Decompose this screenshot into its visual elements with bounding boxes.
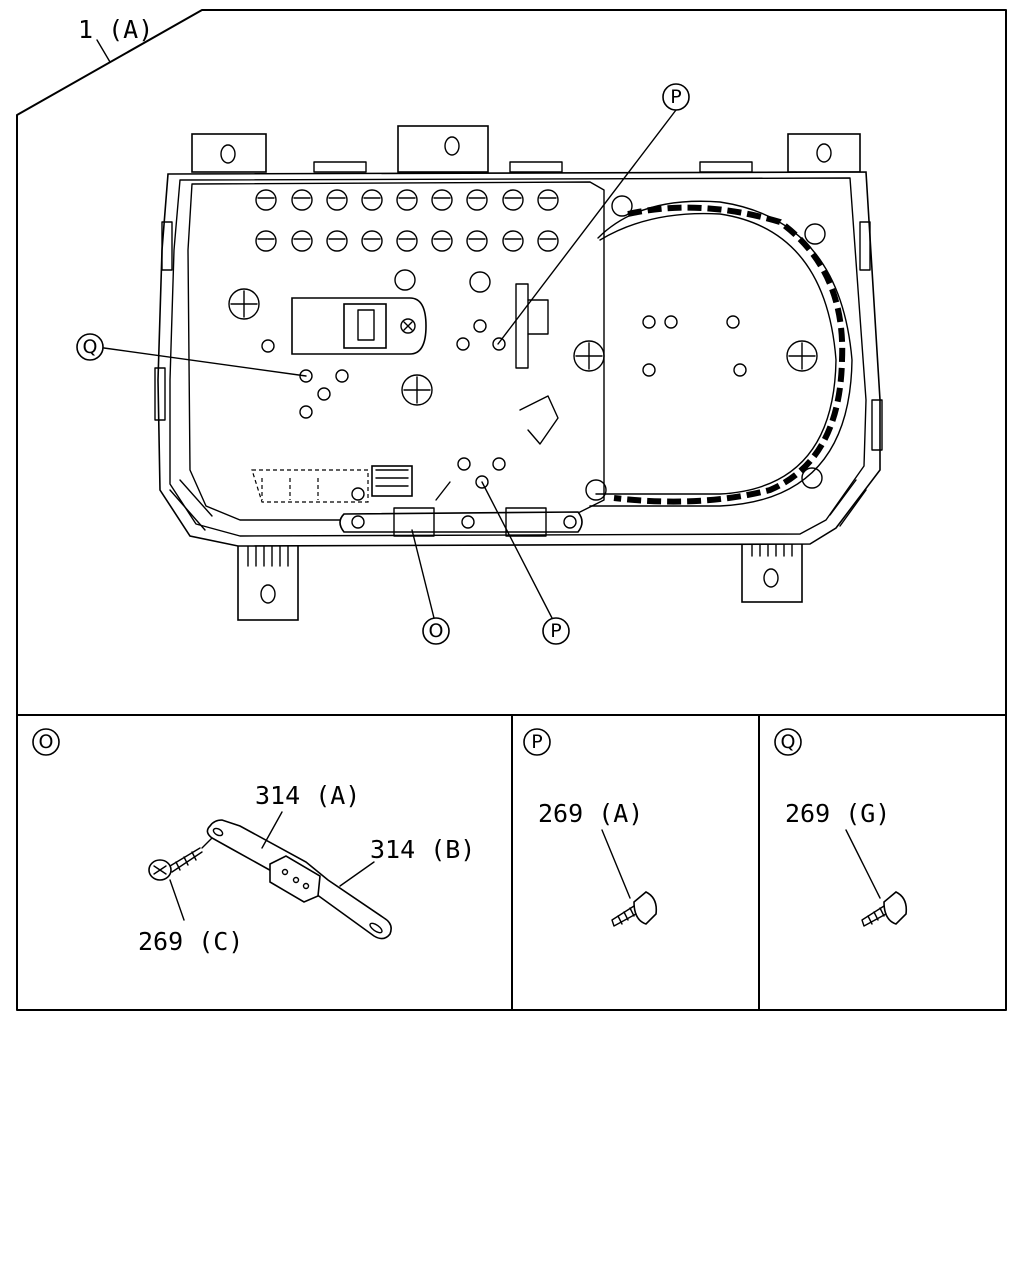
svg-text:314 (B): 314 (B) <box>370 835 475 864</box>
svg-text:Q: Q <box>781 731 796 753</box>
cluster-housing <box>157 171 881 547</box>
lower-connector <box>251 465 413 503</box>
svg-text:O: O <box>429 620 444 642</box>
mid-bracket <box>515 283 559 445</box>
instrument-cluster <box>154 125 883 621</box>
callout-o: O <box>411 529 450 645</box>
bottom-mount-tabs <box>237 539 803 621</box>
panel-p: P 269 (A) <box>523 728 658 927</box>
gauge-arc <box>585 195 853 507</box>
panel-o: O 314 (A) 314 (B) 269 (C) <box>32 728 475 956</box>
callout-p-top: P <box>497 83 690 345</box>
gauge-sockets <box>228 269 818 406</box>
svg-text:314 (A): 314 (A) <box>255 781 360 810</box>
svg-text:P: P <box>531 731 542 753</box>
svg-text:P: P <box>550 620 561 642</box>
svg-text:Q: Q <box>83 336 98 358</box>
assembly-label: 1 (A) <box>78 15 153 44</box>
screw-269c <box>148 837 213 921</box>
callout-q: Q <box>76 333 307 377</box>
strap-314 <box>206 811 392 940</box>
outer-frame <box>16 9 1007 1011</box>
screw-269a <box>601 829 658 927</box>
assembly-leader <box>96 39 111 63</box>
screw-269g <box>845 829 908 927</box>
svg-text:P: P <box>670 86 681 108</box>
board-screws <box>261 315 747 501</box>
svg-text:269 (A): 269 (A) <box>538 799 643 828</box>
callout-p-bottom: P <box>481 481 570 645</box>
connector-block <box>291 297 427 355</box>
side-clips <box>154 221 883 531</box>
svg-text:269 (G): 269 (G) <box>785 799 890 828</box>
svg-text:269 (C): 269 (C) <box>138 927 243 956</box>
svg-text:O: O <box>39 731 54 753</box>
bulb-socket-grid <box>255 189 559 252</box>
cluster-inner-edge <box>169 177 867 537</box>
panel-q: Q 269 (G) <box>774 728 908 927</box>
top-mount-tabs <box>191 125 861 173</box>
